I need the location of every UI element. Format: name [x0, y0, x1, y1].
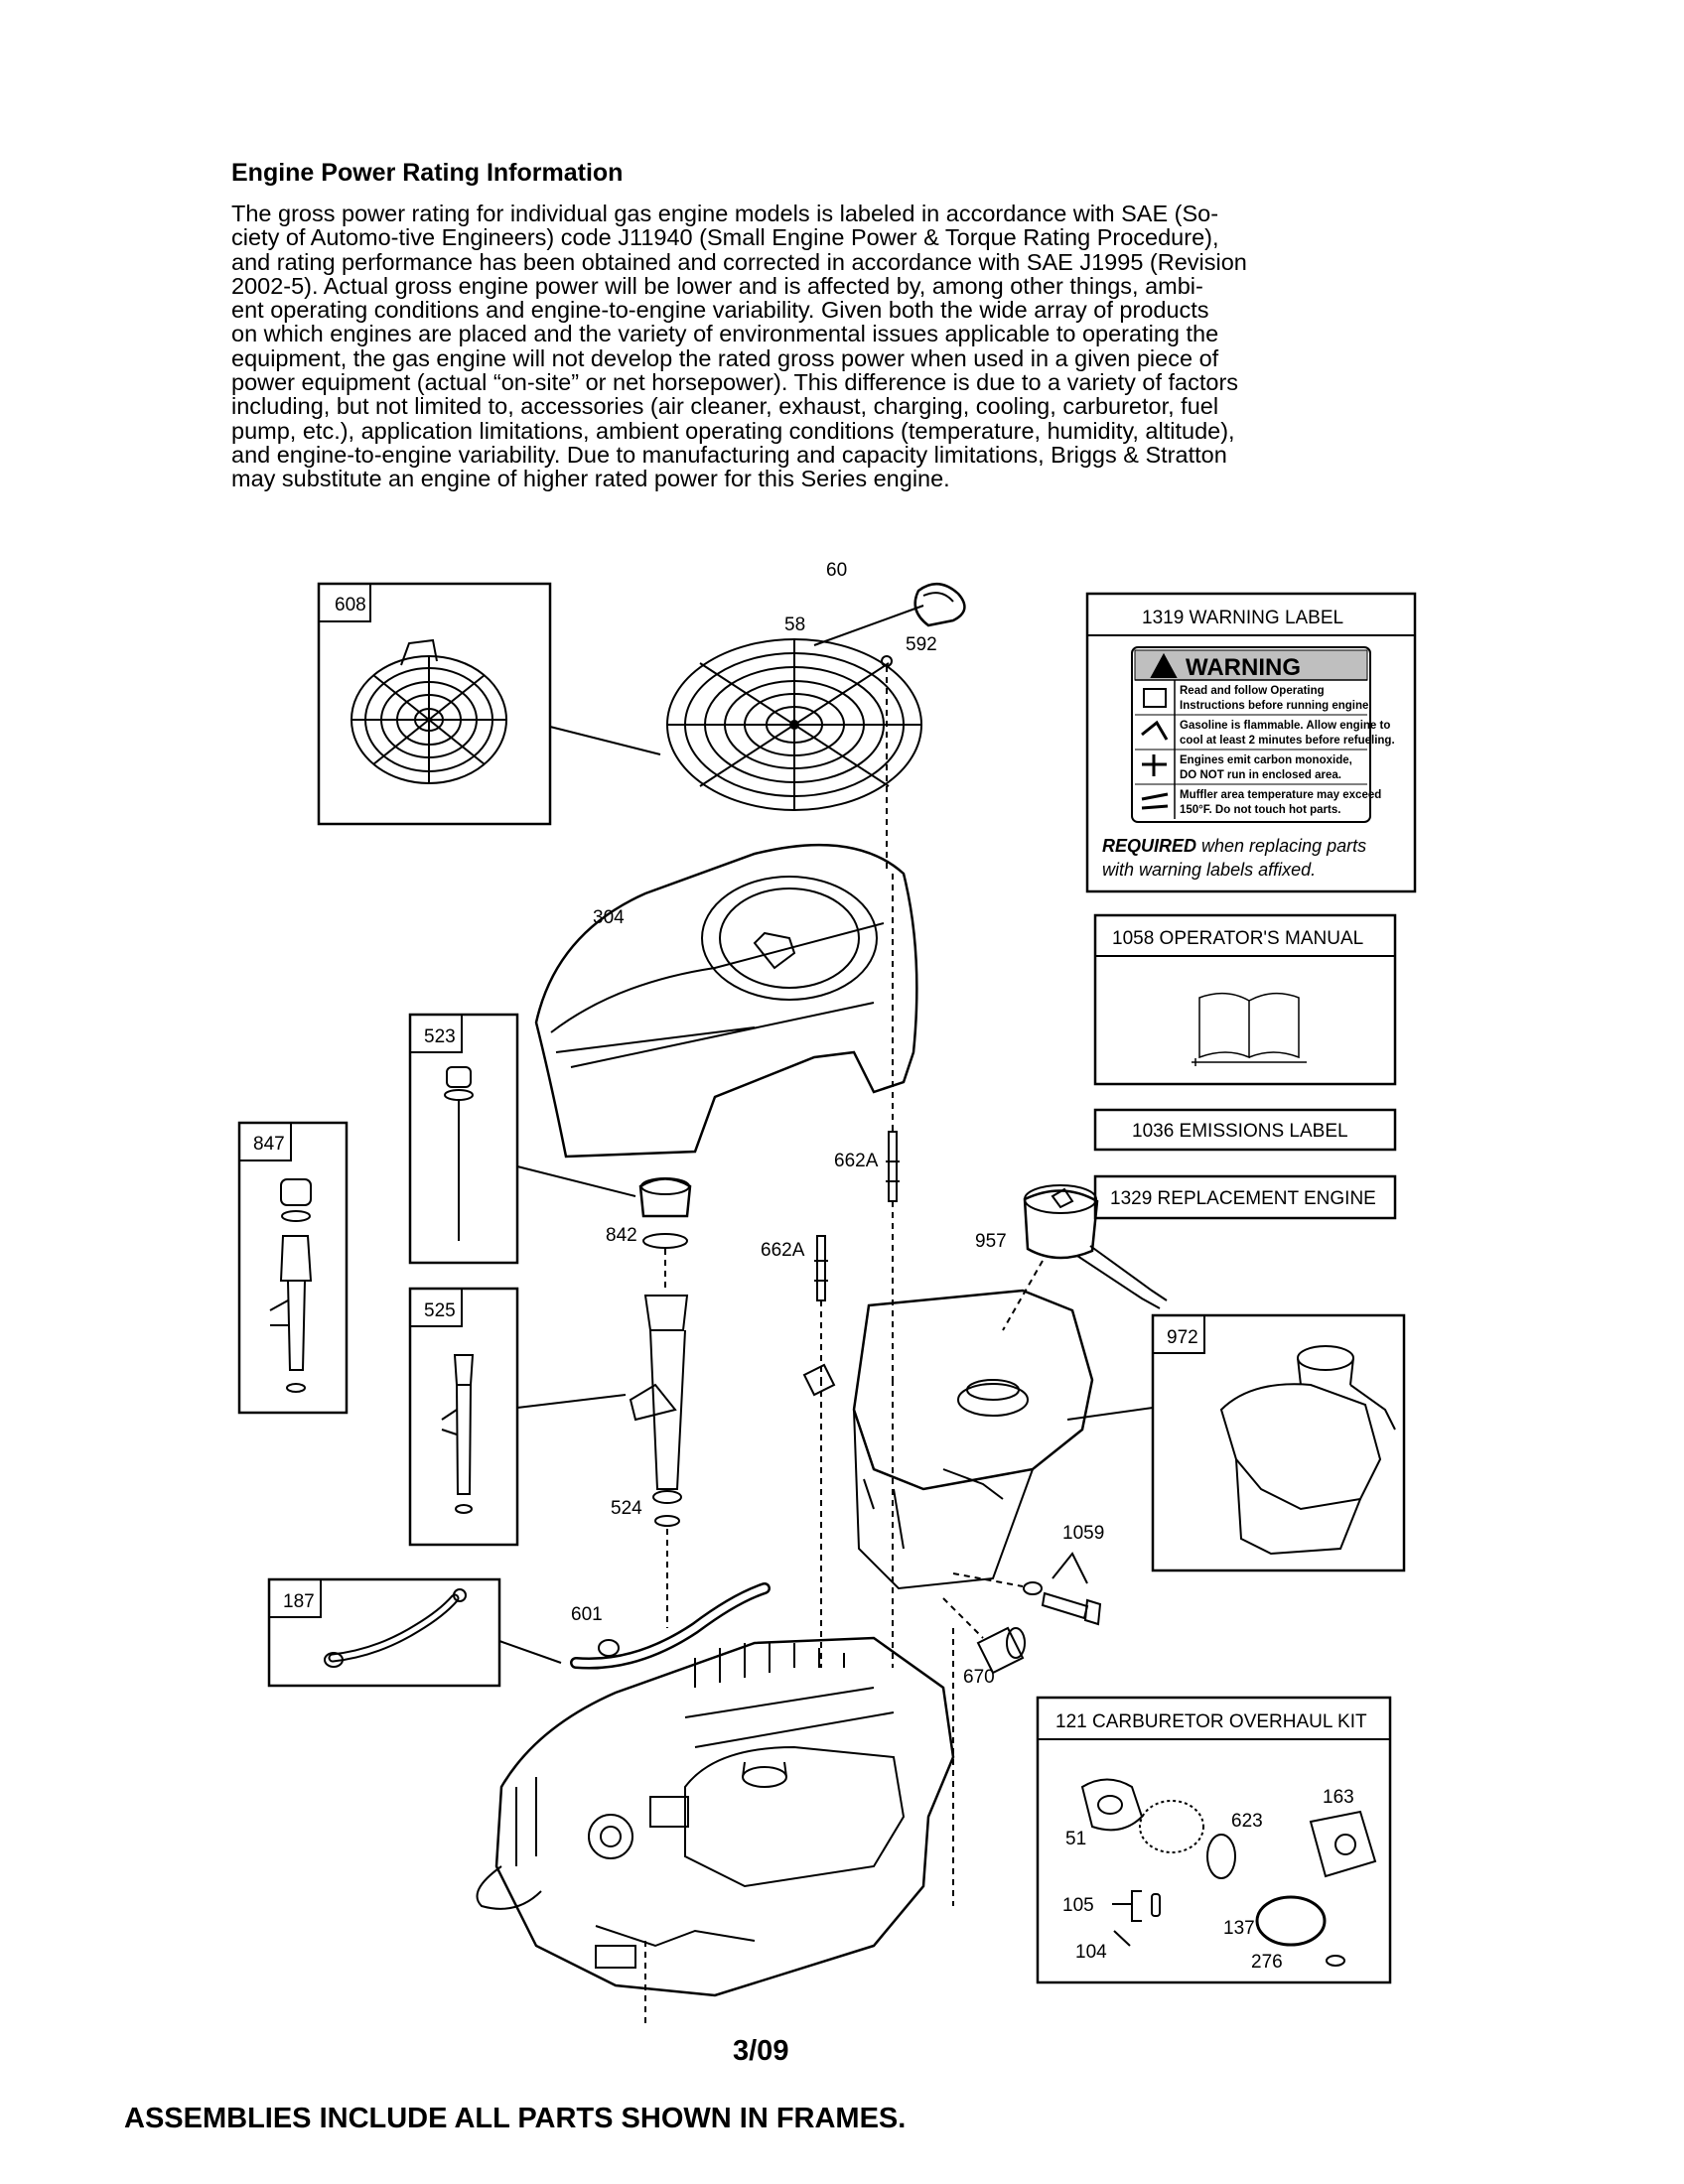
part-number-labels: 60 58 592 304 662A 662A 842 957 524 1059… — [571, 560, 1104, 1688]
paragraph-line: ent operating conditions and engine-to-e… — [231, 297, 1209, 324]
engine-block — [476, 1628, 955, 2025]
footer-note: ASSEMBLIES INCLUDE ALL PARTS SHOWN IN FR… — [124, 2103, 907, 2134]
page-number: 3/09 — [733, 2035, 789, 2067]
frame-525-label: 525 — [424, 1300, 456, 1321]
part-label-601: 601 — [571, 1604, 603, 1625]
frame-187-label: 187 — [283, 1591, 315, 1612]
frame-525: 525 — [408, 1287, 627, 1547]
paragraph-line: may substitute an engine of higher rated… — [231, 466, 950, 492]
bolt-1059 — [952, 1552, 1102, 1626]
part-label-662a: 662A — [834, 1151, 879, 1171]
paragraph-line: The gross power rating for individual ga… — [231, 201, 1219, 226]
part-label-58: 58 — [784, 614, 805, 635]
part-label-662a: 662A — [761, 1240, 805, 1261]
breather-hose-601 — [570, 1582, 771, 1670]
dipstick-tube-assembly — [629, 1177, 692, 1628]
warning-row-text: Gasoline is flammable. Allow engine to — [1180, 720, 1390, 732]
warning-label-box: 1319 WARNING LABEL WARNING Read and foll… — [1085, 592, 1417, 893]
pin-104-part — [1113, 1930, 1131, 1947]
gasket-623-part — [1206, 1834, 1236, 1879]
frame-523-label: 523 — [424, 1026, 456, 1047]
fire-warning-icon — [1141, 720, 1169, 741]
warning-row-text: 150°F. Do not touch hot parts. — [1180, 804, 1340, 816]
gasket-163-part — [1309, 1810, 1377, 1878]
carb-part-label-163: 163 — [1323, 1787, 1354, 1808]
dashed-service-lines — [820, 874, 894, 1668]
carburetor-kit-box: 121 CARBURETOR OVERHAUL KIT 51 623 163 1… — [1036, 1696, 1392, 1984]
part-label-1059: 1059 — [1062, 1523, 1104, 1544]
book-icon — [1192, 992, 1307, 1066]
paragraph-line: equipment, the gas engine will not devel… — [231, 344, 1219, 371]
warning-row-text: cool at least 2 minutes before refueling… — [1180, 735, 1395, 747]
warning-label-title: 1319 WARNING LABEL — [1142, 608, 1343, 628]
fuel-tank — [802, 1289, 1094, 1590]
warning-row-text: Muffler area temperature may exceed — [1180, 789, 1381, 801]
carb-part-label-623: 623 — [1231, 1811, 1263, 1832]
part-label-957: 957 — [975, 1231, 1007, 1252]
paragraph-line: power equipment (actual “on-site” or net… — [231, 369, 1239, 396]
warning-row-text: Instructions before running engine. — [1180, 700, 1372, 712]
frame-608-label: 608 — [335, 595, 366, 615]
carb-part-label-137: 137 — [1223, 1918, 1255, 1939]
carb-part-label-276: 276 — [1251, 1952, 1283, 1973]
needle-105-part — [1112, 1890, 1142, 1922]
operators-manual-box: 1058 OPERATOR'S MANUAL — [1093, 913, 1397, 1086]
paragraph-line: and rating performance has been obtained… — [231, 248, 1247, 275]
warning-row-text: DO NOT run in enclosed area. — [1180, 769, 1341, 781]
warning-row-text: Read and follow Operating — [1180, 685, 1325, 697]
emissions-label-title: 1036 EMISSIONS LABEL — [1132, 1121, 1348, 1142]
carburetor-kit-title: 121 CARBURETOR OVERHAUL KIT — [1055, 1711, 1367, 1732]
required-note-line2: with warning labels affixed. — [1102, 860, 1316, 880]
paragraph-line: on which engines are placed and the vari… — [231, 321, 1219, 347]
paragraph-line: pump, etc.), application limitations, am… — [231, 417, 1235, 444]
operators-manual-title: 1058 OPERATOR'S MANUAL — [1112, 928, 1363, 949]
warning-heading: WARNING — [1186, 654, 1301, 681]
part-label-524: 524 — [611, 1498, 642, 1519]
section-heading: Engine Power Rating Information — [231, 159, 624, 187]
part-label-304: 304 — [593, 907, 625, 928]
gasket-623-dashed — [1139, 1800, 1204, 1853]
gasket-51-part — [1080, 1778, 1144, 1832]
part-label-592: 592 — [906, 634, 937, 655]
paragraph-line: including, but not limited to, accessori… — [231, 393, 1219, 420]
part-label-60: 60 — [826, 560, 847, 581]
carb-part-label-104: 104 — [1075, 1942, 1107, 1963]
frame-972: 972 — [1066, 1313, 1406, 1572]
part-label-842: 842 — [606, 1225, 637, 1246]
manual-warning-icon — [1143, 688, 1167, 708]
carbon-monoxide-icon — [1142, 754, 1167, 776]
carb-part-label-105: 105 — [1062, 1895, 1094, 1916]
required-note: REQUIRED when replacing parts — [1102, 836, 1366, 856]
fuel-cap-957 — [1002, 1184, 1168, 1331]
o-ring-276-part — [1326, 1955, 1345, 1967]
replacement-engine-title: 1329 REPLACEMENT ENGINE — [1110, 1188, 1376, 1209]
blower-housing-58 — [666, 583, 966, 874]
paragraph-line: ciety of Automo-tive Engineers) code J11… — [231, 224, 1219, 251]
frame-608: 608 — [317, 582, 661, 826]
paragraph-line: and engine-to-engine variability. Due to… — [231, 441, 1227, 468]
replacement-engine-box: 1329 REPLACEMENT ENGINE — [1093, 1174, 1397, 1220]
spacer-670 — [942, 1597, 1026, 1675]
paragraph-line: 2002-5). Actual gross engine power will … — [231, 272, 1203, 299]
frame-847: 847 — [237, 1121, 349, 1415]
power-rating-paragraph: The gross power rating for individual ga… — [231, 202, 1403, 491]
frame-972-label: 972 — [1167, 1327, 1198, 1348]
part-label-670: 670 — [963, 1667, 995, 1688]
frame-523: 523 — [408, 1013, 636, 1265]
warning-row-text: Engines emit carbon monoxide, — [1180, 754, 1352, 766]
frame-847-label: 847 — [253, 1134, 285, 1155]
gasket-137-part — [1255, 1895, 1327, 1947]
blower-shroud-304 — [534, 843, 918, 1159]
carb-part-label-51: 51 — [1065, 1829, 1086, 1849]
frame-187: 187 — [267, 1577, 562, 1688]
emissions-label-box: 1036 EMISSIONS LABEL — [1093, 1108, 1397, 1152]
hot-surface-icon — [1141, 792, 1169, 810]
